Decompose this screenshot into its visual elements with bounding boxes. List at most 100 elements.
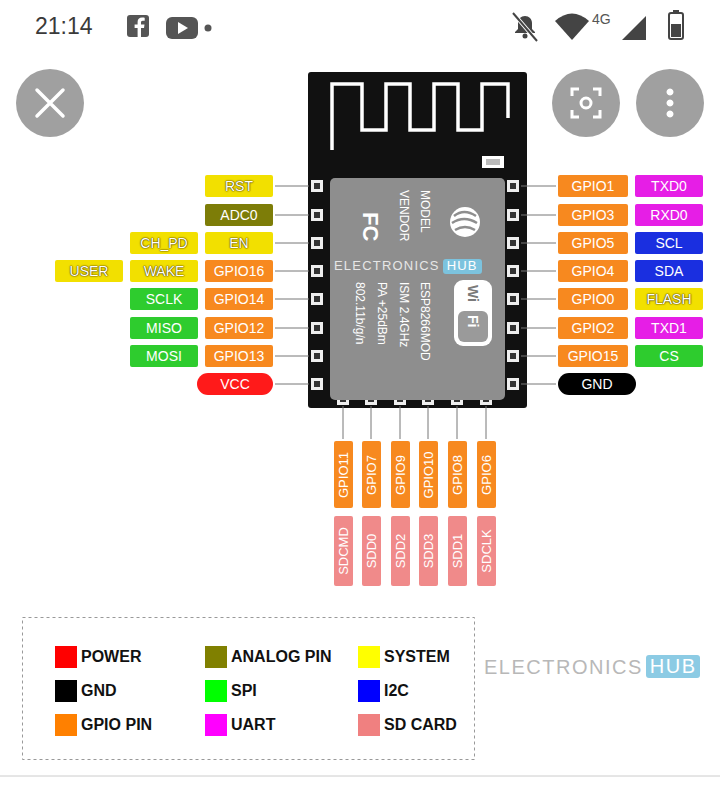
pin-name: GPIO13 — [214, 348, 265, 364]
youtube-play — [178, 22, 188, 34]
notification-dot — [205, 25, 212, 32]
power-pin-tag: VCC — [197, 373, 273, 395]
pin-tag: MOSI — [130, 345, 198, 367]
legend-swatch — [205, 714, 227, 736]
facebook-glyph — [135, 17, 145, 37]
pin-name: CS — [659, 348, 678, 364]
pin-name: ADC0 — [220, 207, 257, 223]
pin-name: GPIO9 — [394, 455, 407, 495]
legend-swatch — [205, 646, 227, 668]
pin-name: RST — [225, 178, 253, 194]
watermark-badge: HUB — [646, 655, 701, 678]
watermark-text: ELECTRONICS — [334, 259, 440, 273]
pin-name: SDD0 — [365, 534, 378, 569]
smd-part — [482, 156, 504, 168]
pin-name: GPIO11 — [337, 451, 350, 497]
more-button — [636, 69, 704, 137]
legend-swatch — [358, 680, 380, 702]
pin-tag-vertical: GPIO11 — [334, 441, 353, 508]
legend-swatch — [358, 646, 380, 668]
wifi-badge — [454, 280, 492, 346]
pin-name: SDD3 — [422, 534, 435, 569]
espressif-logo — [450, 207, 480, 237]
pin-name: EN — [229, 235, 248, 251]
pin-name: MISO — [146, 320, 182, 336]
shield-marking: ESP8266MOD — [418, 282, 432, 361]
pin-name: USER — [70, 263, 109, 279]
pin-tag: TXD1 — [635, 317, 703, 339]
pin-tag: GPIO14 — [205, 288, 273, 310]
watermark-text: ELECTRONICS — [484, 656, 643, 678]
watermark: ELECTRONICSHUB — [334, 259, 482, 274]
pin-name: GPIO16 — [214, 263, 265, 279]
pcb-antenna — [332, 84, 508, 150]
pin-tag: ADC0 — [205, 204, 273, 226]
watermark: ELECTRONICSHUB — [484, 655, 700, 678]
legend-text: GND — [81, 680, 117, 702]
status-text: 4G — [592, 11, 611, 27]
smd-part-body — [486, 159, 500, 165]
pin-tag: FLASH — [635, 288, 703, 310]
pin-tag: CS — [635, 345, 703, 367]
facebook-icon — [127, 15, 149, 37]
shield-marking: FC — [357, 212, 383, 241]
pin-name: GPIO15 — [568, 348, 619, 364]
pin-name: SDD1 — [451, 534, 464, 569]
pin-tag: GPIO3 — [558, 204, 628, 226]
pin-tag: TXD0 — [635, 175, 703, 197]
legend-frame — [23, 618, 475, 760]
pin-name: GPIO3 — [572, 207, 615, 223]
shield-marking: Wi — [465, 285, 482, 302]
pin-name: SDD2 — [394, 534, 407, 569]
pin-name: SDCLK — [480, 529, 493, 572]
legend-swatch — [205, 680, 227, 702]
close-icon — [37, 90, 63, 116]
pin-tag: RXD0 — [635, 204, 703, 226]
pin-tag-vertical: GPIO10 — [419, 441, 438, 508]
pin-tag: SCLK — [130, 288, 198, 310]
shield-marking: ISM 2.4GHz — [397, 282, 411, 347]
pin-name: VCC — [220, 376, 250, 392]
pin-name: GPIO4 — [572, 263, 615, 279]
pin-tag-vertical: GPIO8 — [448, 441, 467, 508]
bell-slash-gap — [513, 13, 537, 41]
legend-text: UART — [231, 714, 275, 736]
pin-tag-vertical: SDD2 — [391, 516, 410, 586]
pin-tag-vertical: SDD1 — [448, 516, 467, 586]
pin-tag: USER — [55, 260, 123, 282]
watermark-badge: HUB — [443, 259, 482, 274]
pin-tag-vertical: SDD3 — [419, 516, 438, 586]
lens-button — [552, 69, 620, 137]
pin-tag-vertical: GPIO9 — [391, 441, 410, 508]
pin-tag-vertical: GPIO6 — [477, 441, 496, 508]
pin-tag: GPIO5 — [558, 232, 628, 254]
pin-tag: CH_PD — [130, 232, 198, 254]
pin-name: CH_PD — [140, 235, 187, 251]
wifi-icon — [555, 14, 589, 41]
close-button — [16, 69, 84, 137]
pin-name: GND — [581, 376, 612, 392]
signal-icon — [622, 16, 646, 40]
module-board — [308, 72, 527, 408]
pin-tag: GPIO13 — [205, 345, 273, 367]
legend-text: SYSTEM — [384, 646, 450, 668]
pin-name: GPIO12 — [214, 320, 265, 336]
power-pin-tag: GND — [558, 373, 636, 395]
pin-tag: EN — [205, 232, 273, 254]
legend-text: SD CARD — [384, 714, 457, 736]
pin-name: FLASH — [646, 291, 691, 307]
pin-tag: SDA — [635, 260, 703, 282]
pin-tag: WAKE — [130, 260, 198, 282]
legend-text: GPIO PIN — [81, 714, 152, 736]
pin-tag: RST — [205, 175, 273, 197]
pin-name: SDA — [655, 263, 684, 279]
more-icon — [667, 89, 674, 118]
pin-name: GPIO10 — [422, 451, 435, 498]
pin-name: TXD1 — [651, 320, 687, 336]
pin-tag-vertical: SDCMD — [334, 516, 353, 586]
pin-name: GPIO8 — [451, 455, 464, 495]
pin-tag: MISO — [130, 317, 198, 339]
battery-level — [671, 24, 681, 37]
shield-marking: PA +25dBm — [375, 282, 389, 345]
